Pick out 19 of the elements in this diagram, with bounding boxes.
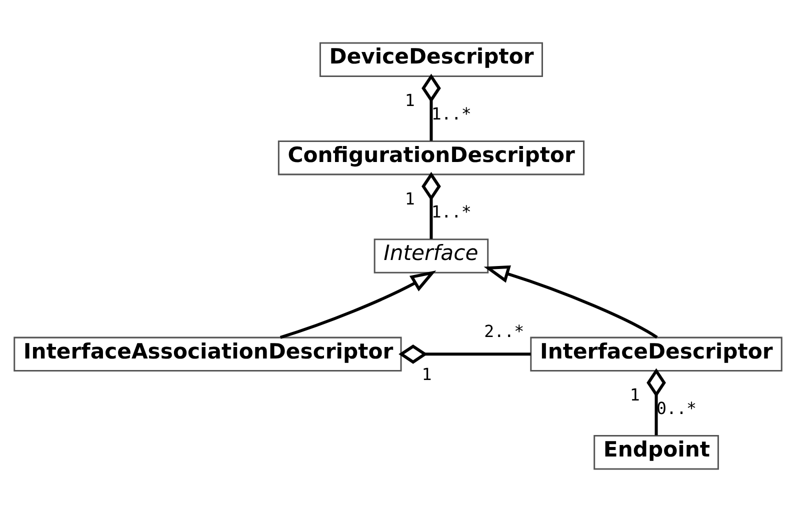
connector [422, 74, 441, 141]
node-box: Endpoint [594, 434, 719, 470]
node-box: InterfaceAssociationDescriptor [14, 336, 402, 372]
label: 1 [404, 189, 415, 208]
node-box: ConfigurationDescriptor [278, 140, 585, 176]
node-box: InterfaceDescriptor [530, 336, 782, 372]
label: 1..* [431, 202, 472, 222]
node-box: Interface [374, 238, 489, 274]
label: 1..* [431, 104, 472, 124]
node-box: DeviceDescriptor [319, 42, 543, 78]
connector [646, 368, 666, 436]
label: 1 [422, 364, 432, 384]
arrow [484, 265, 658, 339]
label: 1 [404, 91, 415, 110]
label: 2..* [484, 322, 524, 342]
connector [422, 172, 441, 239]
label: 1 [630, 386, 640, 405]
connector [398, 344, 531, 364]
arrow [280, 270, 436, 339]
